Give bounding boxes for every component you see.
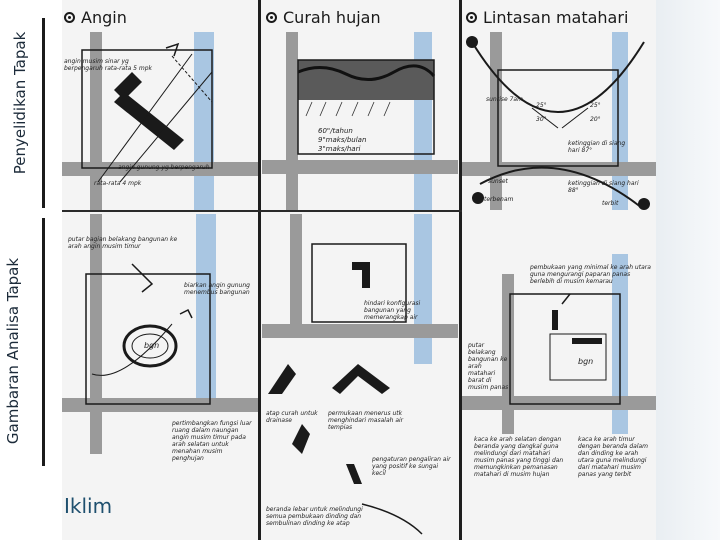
note-angin-bottom: rata-rata 4 mpk: [94, 180, 142, 187]
note-matahari-deg4: 20°: [590, 116, 601, 123]
note-lower-mat-b1: kaca ke arah selatan dengan beranda yang…: [474, 436, 564, 478]
sketch-angin-site: [62, 32, 258, 210]
note-matahari-sunrise: sunrise 7am: [486, 96, 523, 103]
note-matahari-terbit: terbit: [602, 200, 619, 207]
header-curah-hujan: Curah hujan: [266, 8, 381, 27]
note-lower-mat-top: pembukaan yang minimal ke arah utara gun…: [530, 264, 651, 285]
note-matahari-sunset: sunset: [488, 178, 508, 185]
note-lower-angin-mid: biarkan angin gunung menembus bangunan: [184, 282, 250, 296]
note-lower-mat-bgn: bgn: [578, 357, 594, 366]
note-curah-stat-1: 60"/tahun: [318, 127, 353, 135]
sketch-curah-hujan-site: [262, 32, 458, 210]
note-matahari-terbenam: terbenam: [484, 196, 514, 203]
header-angin-text: Angin: [81, 8, 127, 27]
note-lower-angin-bgn: bgn: [144, 341, 160, 350]
header-lintasan-matahari-text: Lintasan matahari: [483, 8, 629, 27]
bullet-icon: [466, 12, 477, 23]
right-gradient-strip: [656, 0, 720, 540]
note-lower-mat-b2: kaca ke arah timur dengan beranda dalam …: [578, 436, 649, 478]
note-lower-hujan-b: permukaan menerus utk menghindari masala…: [328, 410, 404, 431]
note-angin-top: angin musim sinar yg berpengaruh rata-ra…: [64, 58, 153, 72]
note-matahari-deg1: 25°: [536, 102, 547, 109]
note-matahari-note1: ketinggian di siang hari 87°: [568, 140, 626, 154]
bullet-icon: [64, 12, 75, 23]
sidebar-label-gambaran-analisa-tapak: Gambaran Analisa Tapak: [4, 257, 22, 445]
sketch-angin-analysis: [62, 214, 258, 454]
sketch-lintasan-matahari-site: [462, 32, 656, 210]
column-divider-1: [258, 0, 261, 540]
note-angin-mid: angin gunung yg berpengaruh: [118, 164, 210, 171]
footer-title-iklim: Iklim: [64, 494, 113, 518]
header-curah-hujan-text: Curah hujan: [283, 8, 381, 27]
note-lower-hujan-a: atap curah untuk drainase: [266, 410, 318, 424]
note-lower-hujan-c: pengaturan pengaliran air yang positif k…: [372, 456, 451, 477]
note-lower-hujan-mid: hindari konfigurasi bangunan yang memera…: [364, 300, 421, 321]
note-matahari-note2: ketinggian di siang hari 88°: [568, 180, 639, 194]
note-lower-mat-left: putar belakang bangunan ke arah matahari…: [468, 342, 509, 391]
row-divider: [62, 210, 462, 212]
sketch-curah-hujan-analysis: [262, 214, 458, 535]
sidebar: Penyelidikan Tapak Gambaran Analisa Tapa…: [0, 0, 62, 540]
note-curah-stat-2: 9"maks/bulan: [318, 136, 367, 144]
sidebar-label-penyelidikan-tapak: Penyelidikan Tapak: [11, 31, 29, 175]
bullet-icon: [266, 12, 277, 23]
note-lower-hujan-d: beranda lebar untuk melindungi semua pem…: [266, 506, 363, 527]
note-matahari-deg3: 30°: [536, 116, 547, 123]
note-matahari-deg2: 25°: [590, 102, 601, 109]
sidebar-divider-bottom: [42, 218, 45, 466]
sidebar-divider-top: [42, 18, 45, 208]
note-lower-angin-bottom: pertimbangkan fungsi luar ruang dalam na…: [172, 420, 252, 462]
column-divider-2: [459, 0, 462, 540]
note-lower-angin-top: putar bagian belakang bangunan ke arah a…: [68, 236, 178, 250]
header-angin: Angin: [64, 8, 127, 27]
note-curah-stat-3: 3"maks/hari: [318, 145, 361, 153]
sketch-lintasan-matahari-analysis: [462, 254, 656, 434]
header-lintasan-matahari: Lintasan matahari: [466, 8, 628, 27]
